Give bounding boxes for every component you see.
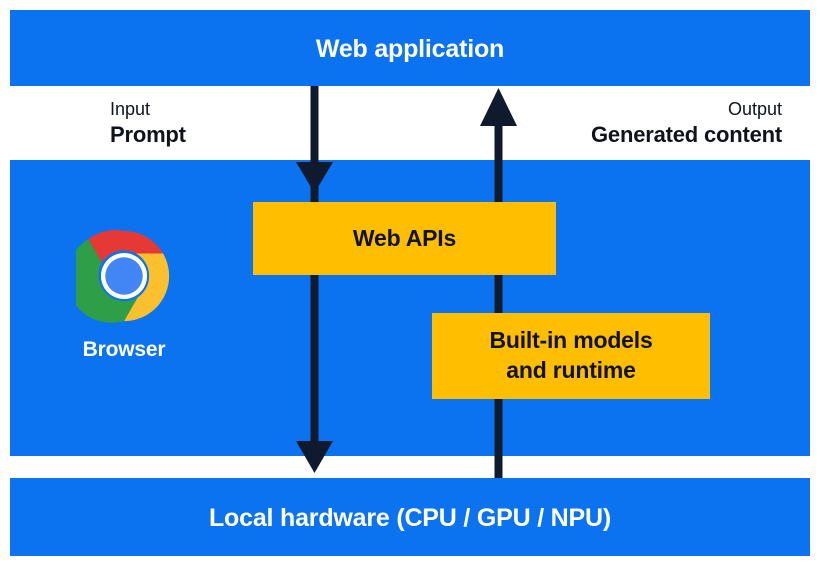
browser-group: Browser (58, 228, 190, 362)
input-flow-label: Input Prompt (110, 98, 186, 148)
layer-web-application: Web application (10, 10, 810, 86)
input-flow-value: Prompt (110, 121, 186, 147)
component-built-in-models-label: Built-in models and runtime (489, 326, 652, 386)
component-built-in-models-line1: Built-in models (489, 327, 653, 354)
component-built-in-models[interactable]: Built-in models and runtime (432, 313, 710, 399)
layer-local-hardware: Local hardware (CPU / GPU / NPU) (10, 478, 810, 556)
output-flow-label: Output Generated content (591, 98, 782, 148)
output-flow-kind: Output (727, 99, 782, 119)
chrome-logo (76, 230, 170, 323)
layer-local-hardware-label: Local hardware (CPU / GPU / NPU) (208, 504, 611, 532)
layer-web-application-label: Web application (315, 35, 505, 63)
browser-label: Browser (82, 338, 166, 361)
component-built-in-models-line2: and runtime (506, 357, 636, 383)
output-flow-value: Generated content (591, 121, 782, 147)
component-web-apis-label: Web APIs (352, 224, 457, 251)
input-flow-kind: Input (110, 99, 151, 119)
component-web-apis[interactable]: Web APIs (253, 202, 556, 275)
